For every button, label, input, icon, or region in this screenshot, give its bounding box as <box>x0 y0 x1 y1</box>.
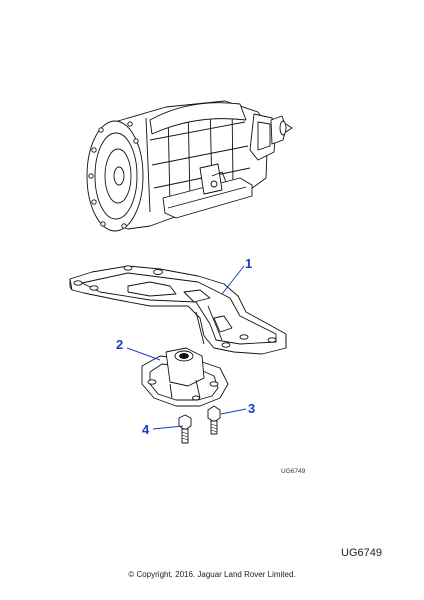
transmission-crossmember-illustration <box>69 265 287 355</box>
callout-3[interactable]: 3 <box>248 401 256 416</box>
callout-leader-lines <box>126 265 247 430</box>
illustration-reference-small: UG6749 <box>281 468 306 475</box>
mount-bolt-4-illustration <box>178 414 192 444</box>
transmission-mount-illustration <box>141 347 229 407</box>
transmission-illustration <box>86 100 293 232</box>
copyright-notice: © Copyright, 2016. Jaguar Land Rover Lim… <box>128 570 296 579</box>
callout-2[interactable]: 2 <box>116 337 124 352</box>
illustration-reference-code: UG6749 <box>341 547 382 559</box>
callout-1[interactable]: 1 <box>245 256 253 271</box>
callout-4[interactable]: 4 <box>142 422 150 437</box>
mount-bolt-3-illustration <box>207 405 221 435</box>
